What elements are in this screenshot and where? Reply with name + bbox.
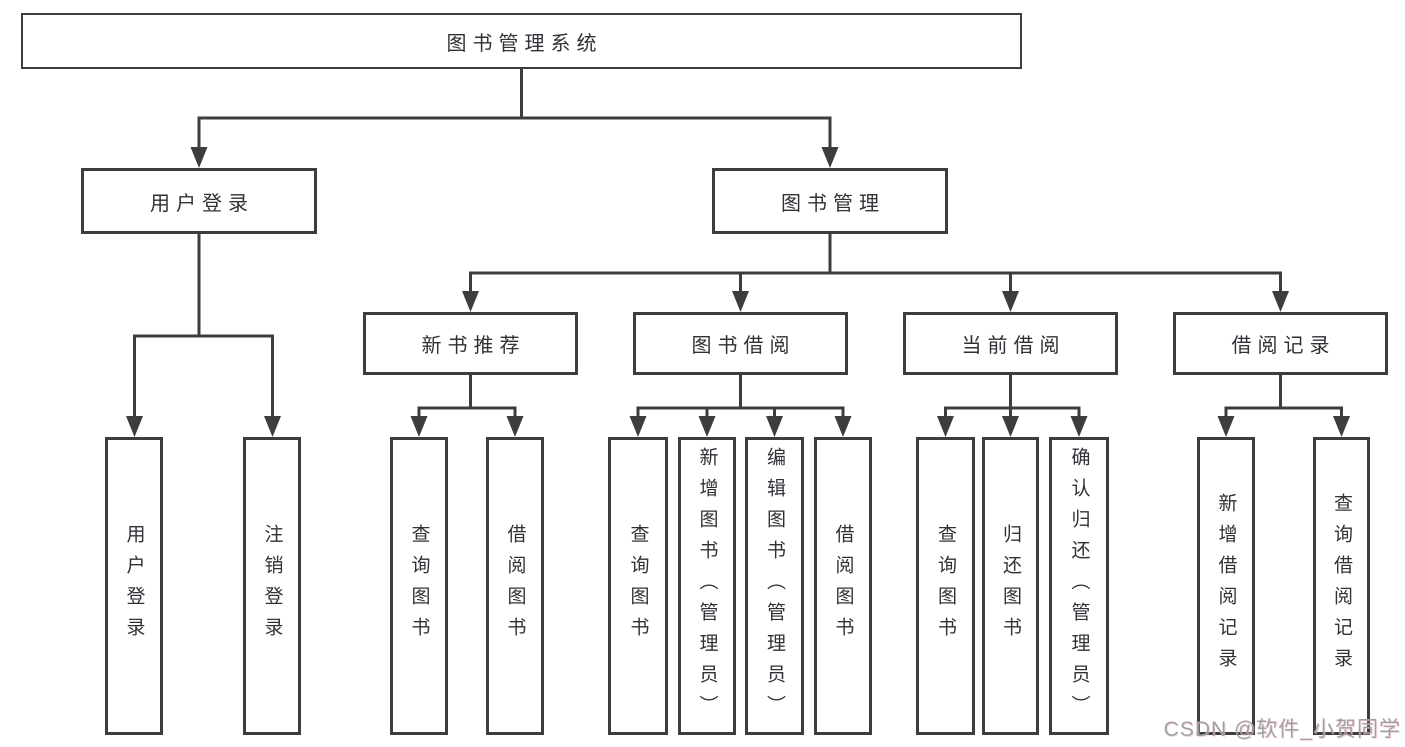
node-label: 新书推荐 [421, 335, 526, 357]
node-new-book-recommend: 新书推荐 [363, 312, 578, 375]
leaf-edit-book-admin: 编辑图书（管理员） [745, 437, 804, 735]
node-label: 查询图书 [935, 524, 956, 648]
node-label: 借阅记录 [1231, 335, 1336, 357]
node-label: 查询借阅记录 [1331, 493, 1352, 679]
node-label: 新增图书（管理员） [696, 446, 718, 726]
leaf-return-books: 归还图书 [982, 437, 1039, 735]
node-label: 图书管理 [781, 192, 885, 215]
node-user-login: 用户登录 [81, 168, 317, 234]
node-label: 借阅图书 [504, 524, 526, 648]
leaf-query-books-borrow: 查询图书 [608, 437, 668, 735]
leaf-query-books-recommend: 查询图书 [390, 437, 448, 735]
node-label: 查询图书 [408, 524, 430, 648]
node-book-borrow: 图书借阅 [633, 312, 848, 375]
leaf-add-book-admin: 新增图书（管理员） [678, 437, 736, 735]
csdn-watermark: CSDN @软件_小贺同学 [1163, 718, 1401, 741]
leaf-user-login: 用户登录 [105, 437, 163, 735]
node-label: 查询图书 [627, 524, 649, 648]
node-label: 归还图书 [1000, 524, 1021, 648]
leaf-add-borrow-record: 新增借阅记录 [1197, 437, 1255, 735]
node-label: 编辑图书（管理员） [764, 446, 785, 726]
node-label: 确认归还（管理员） [1068, 446, 1090, 726]
node-label: 借阅图书 [832, 524, 854, 648]
leaf-query-books-current: 查询图书 [916, 437, 975, 735]
node-label: 图书借阅 [691, 335, 796, 357]
node-label: 用户登录 [150, 192, 254, 215]
leaf-query-borrow-record: 查询借阅记录 [1313, 437, 1370, 735]
node-label: 当前借阅 [961, 335, 1066, 357]
node-current-borrow: 当前借阅 [903, 312, 1118, 375]
leaf-borrow-books-recommend: 借阅图书 [486, 437, 544, 735]
node-borrow-records: 借阅记录 [1173, 312, 1388, 375]
leaf-logout: 注销登录 [243, 437, 301, 735]
node-book-management: 图书管理 [712, 168, 948, 234]
node-label: 用户登录 [123, 524, 145, 648]
leaf-borrow-books: 借阅图书 [814, 437, 872, 735]
node-label: 注销登录 [261, 524, 283, 648]
node-label: 新增借阅记录 [1215, 493, 1237, 679]
node-library-management-system: 图书管理系统 [21, 13, 1022, 69]
leaf-confirm-return-admin: 确认归还（管理员） [1049, 437, 1109, 735]
node-label: 图书管理系统 [446, 32, 603, 55]
